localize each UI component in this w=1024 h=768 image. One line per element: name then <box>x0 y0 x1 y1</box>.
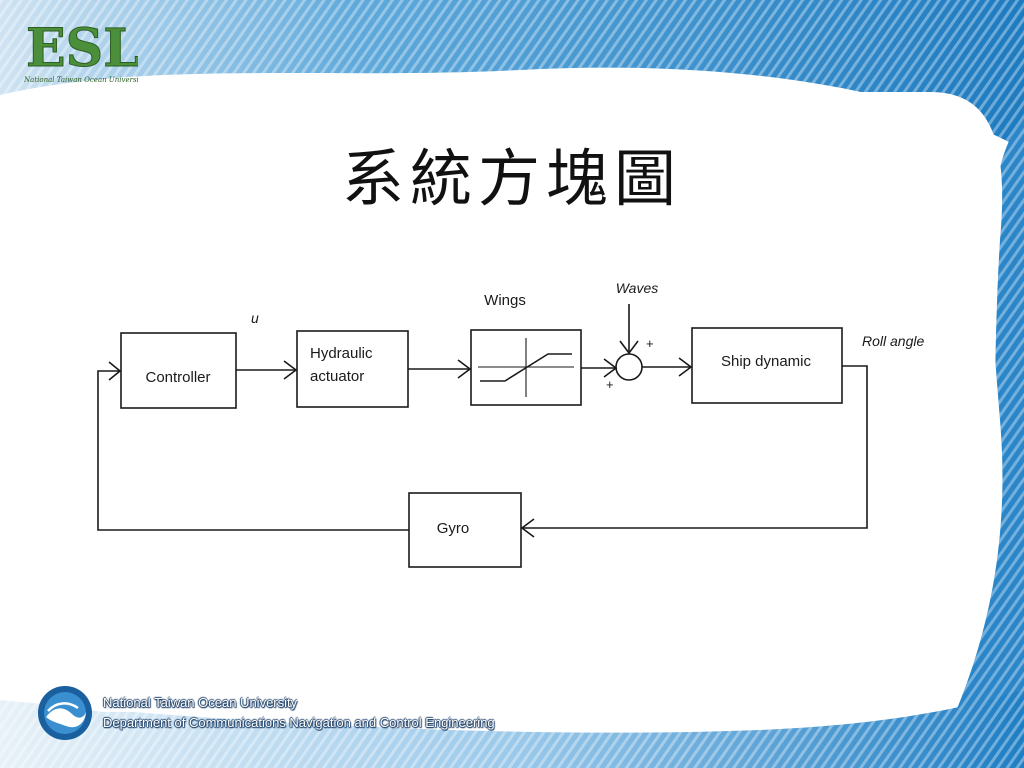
arrowhead <box>619 340 639 355</box>
ship-dynamic-block <box>691 327 843 404</box>
esl-logo-text: ESL <box>26 18 138 79</box>
arrowhead <box>603 358 618 378</box>
hydraulic-label-line2: actuator <box>310 368 364 385</box>
ship-dynamic-label: Ship dynamic <box>721 353 812 370</box>
arrowhead <box>457 359 472 379</box>
plus-sign-bottom: + <box>606 377 614 392</box>
hydraulic-label-line1: Hydraulic <box>310 345 373 362</box>
controller-label: Controller <box>145 369 210 386</box>
university-emblem <box>38 686 92 740</box>
wings-label: Wings <box>484 292 526 309</box>
plus-sign-top: + <box>646 336 654 351</box>
feedback-gyro-to-controller <box>97 370 409 531</box>
gyro-label: Gyro <box>437 520 470 537</box>
arrowhead <box>108 361 122 381</box>
gyro-block <box>408 492 522 568</box>
esl-logo: ESL National Taiwan Ocean University <box>23 18 138 85</box>
footer-university: National Taiwan Ocean University <box>103 695 298 710</box>
arrowhead <box>283 360 298 380</box>
esl-logo-subtitle: National Taiwan Ocean University <box>23 76 138 84</box>
summing-junction <box>615 353 643 381</box>
arrowhead <box>678 357 693 377</box>
feedback-roll-to-gyro <box>521 365 868 529</box>
arrowhead <box>520 518 535 538</box>
footer-department: Department of Communications Navigation … <box>103 715 495 730</box>
waves-label: Waves <box>616 280 659 296</box>
slide-title: 系統方塊圖 <box>341 142 682 215</box>
u-label: u <box>251 310 259 326</box>
roll-angle-label: Roll angle <box>862 333 924 349</box>
